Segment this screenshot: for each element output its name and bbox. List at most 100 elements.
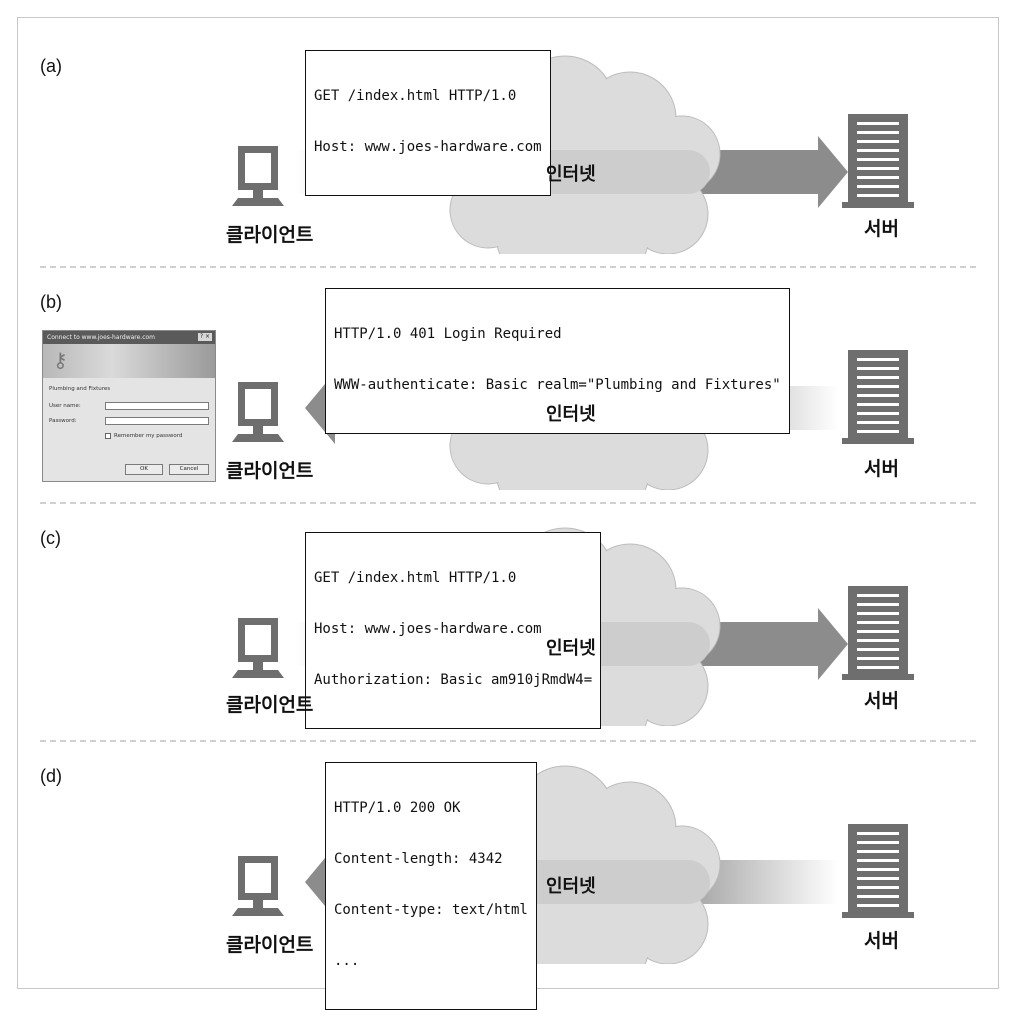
server-slot (857, 612, 899, 615)
server-base (842, 674, 914, 680)
server-icon (842, 824, 914, 918)
client-computer-icon (232, 856, 284, 916)
panel-label: (b) (40, 292, 62, 312)
panel-d: (d) HTTP/1.0 200 OK Content-length: 4342… (0, 724, 1016, 1010)
http-message-box: GET /index.html HTTP/1.0 Host: www.joes-… (305, 532, 602, 729)
server-base (842, 202, 914, 208)
server-base (842, 912, 914, 918)
server-slot (857, 149, 899, 152)
monitor-base (232, 434, 284, 442)
server-slot (857, 140, 899, 143)
panel-divider (40, 266, 976, 268)
message-line: Content-type: text/html (334, 902, 528, 918)
server-slot (857, 850, 899, 853)
internet-label: 인터넷 (546, 164, 596, 185)
monitor-screen (245, 863, 271, 893)
internet-label: 인터넷 (546, 404, 596, 425)
dialog-user-field (105, 402, 209, 410)
message-line: Host: www.joes-hardware.com (314, 139, 542, 155)
server-slot (857, 868, 899, 871)
dialog-user-label: User name: (49, 403, 81, 409)
panel-label: (c) (40, 528, 61, 548)
server-slot (857, 194, 899, 197)
panel-divider (40, 740, 976, 742)
client-label: 클라이언트 (226, 224, 314, 246)
dialog-close-icon: ? × (198, 333, 212, 341)
dialog-remember-checkbox (105, 433, 111, 439)
client-label: 클라이언트 (226, 934, 314, 956)
panel-a: (a) GET /index.html HTTP/1.0 Host: www.j… (0, 14, 1016, 254)
server-slot (857, 430, 899, 433)
server-label: 서버 (864, 690, 899, 712)
cloud-puff-fill (629, 885, 707, 963)
server-slot (857, 877, 899, 880)
http-message-box: HTTP/1.0 401 Login Required WWW-authenti… (325, 288, 790, 434)
server-slot (857, 185, 899, 188)
client-label: 클라이언트 (226, 694, 314, 716)
monitor-screen (245, 153, 271, 183)
client-label: 클라이언트 (226, 460, 314, 482)
server-base (842, 438, 914, 444)
message-line: Content-length: 4342 (334, 851, 503, 867)
monitor-base (232, 908, 284, 916)
message-line: Host: www.joes-hardware.com (314, 621, 542, 637)
client-computer-icon (232, 146, 284, 206)
cloud-puff-fill (629, 175, 707, 253)
message-line: WWW-authenticate: Basic realm="Plumbing … (334, 377, 781, 393)
internet-label: 인터넷 (546, 876, 596, 897)
server-label: 서버 (864, 930, 899, 952)
http-message-box: GET /index.html HTTP/1.0 Host: www.joes-… (305, 50, 551, 196)
server-slot (857, 657, 899, 660)
dialog-cancel-button: Cancel (169, 464, 209, 475)
dialog-title-bar: Connect to www.joes-hardware.com ? × (43, 331, 215, 344)
server-slot (857, 412, 899, 415)
dialog-realm-text: Plumbing and Fixtures (49, 386, 111, 392)
dialog-password-label: Password: (49, 418, 77, 424)
message-line: HTTP/1.0 200 OK (334, 800, 461, 816)
server-slot (857, 639, 899, 642)
server-slot (857, 621, 899, 624)
monitor-neck (253, 426, 263, 434)
message-line: GET /index.html HTTP/1.0 (314, 570, 517, 586)
server-icon (842, 586, 914, 680)
monitor-neck (253, 662, 263, 670)
server-slot (857, 832, 899, 835)
server-slot (857, 131, 899, 134)
message-line: ... (334, 953, 360, 969)
monitor-screen (245, 389, 271, 419)
server-slot (857, 385, 899, 388)
server-label: 서버 (864, 218, 899, 240)
server-slot (857, 666, 899, 669)
server-slot (857, 904, 899, 907)
server-slot (857, 886, 899, 889)
server-label: 서버 (864, 458, 899, 480)
server-icon (842, 114, 914, 208)
server-slot (857, 630, 899, 633)
monitor-screen (245, 625, 271, 655)
client-computer-icon (232, 618, 284, 678)
server-slot (857, 859, 899, 862)
server-slot (857, 421, 899, 424)
panel-divider (40, 502, 976, 504)
server-slot (857, 358, 899, 361)
monitor-base (232, 670, 284, 678)
key-icon: ⚷ (53, 348, 68, 372)
server-slot (857, 648, 899, 651)
server-slot (857, 603, 899, 606)
server-slot (857, 895, 899, 898)
monitor-base (232, 198, 284, 206)
server-slot (857, 176, 899, 179)
cloud-puff-fill (629, 647, 707, 725)
panel-c: (c) GET /index.html HTTP/1.0 Host: www.j… (0, 486, 1016, 729)
server-slot (857, 367, 899, 370)
panel-label: (d) (40, 766, 62, 786)
server-slot (857, 167, 899, 170)
message-line: GET /index.html HTTP/1.0 (314, 88, 517, 104)
server-icon (842, 350, 914, 444)
message-line: Authorization: Basic am910jRmdW4= (314, 672, 593, 688)
message-line: HTTP/1.0 401 Login Required (334, 326, 562, 342)
server-slot (857, 376, 899, 379)
panel-b: (b) HTTP/1.0 401 Login Required WWW-auth… (0, 250, 1016, 490)
internet-label: 인터넷 (546, 638, 596, 659)
server-slot (857, 158, 899, 161)
